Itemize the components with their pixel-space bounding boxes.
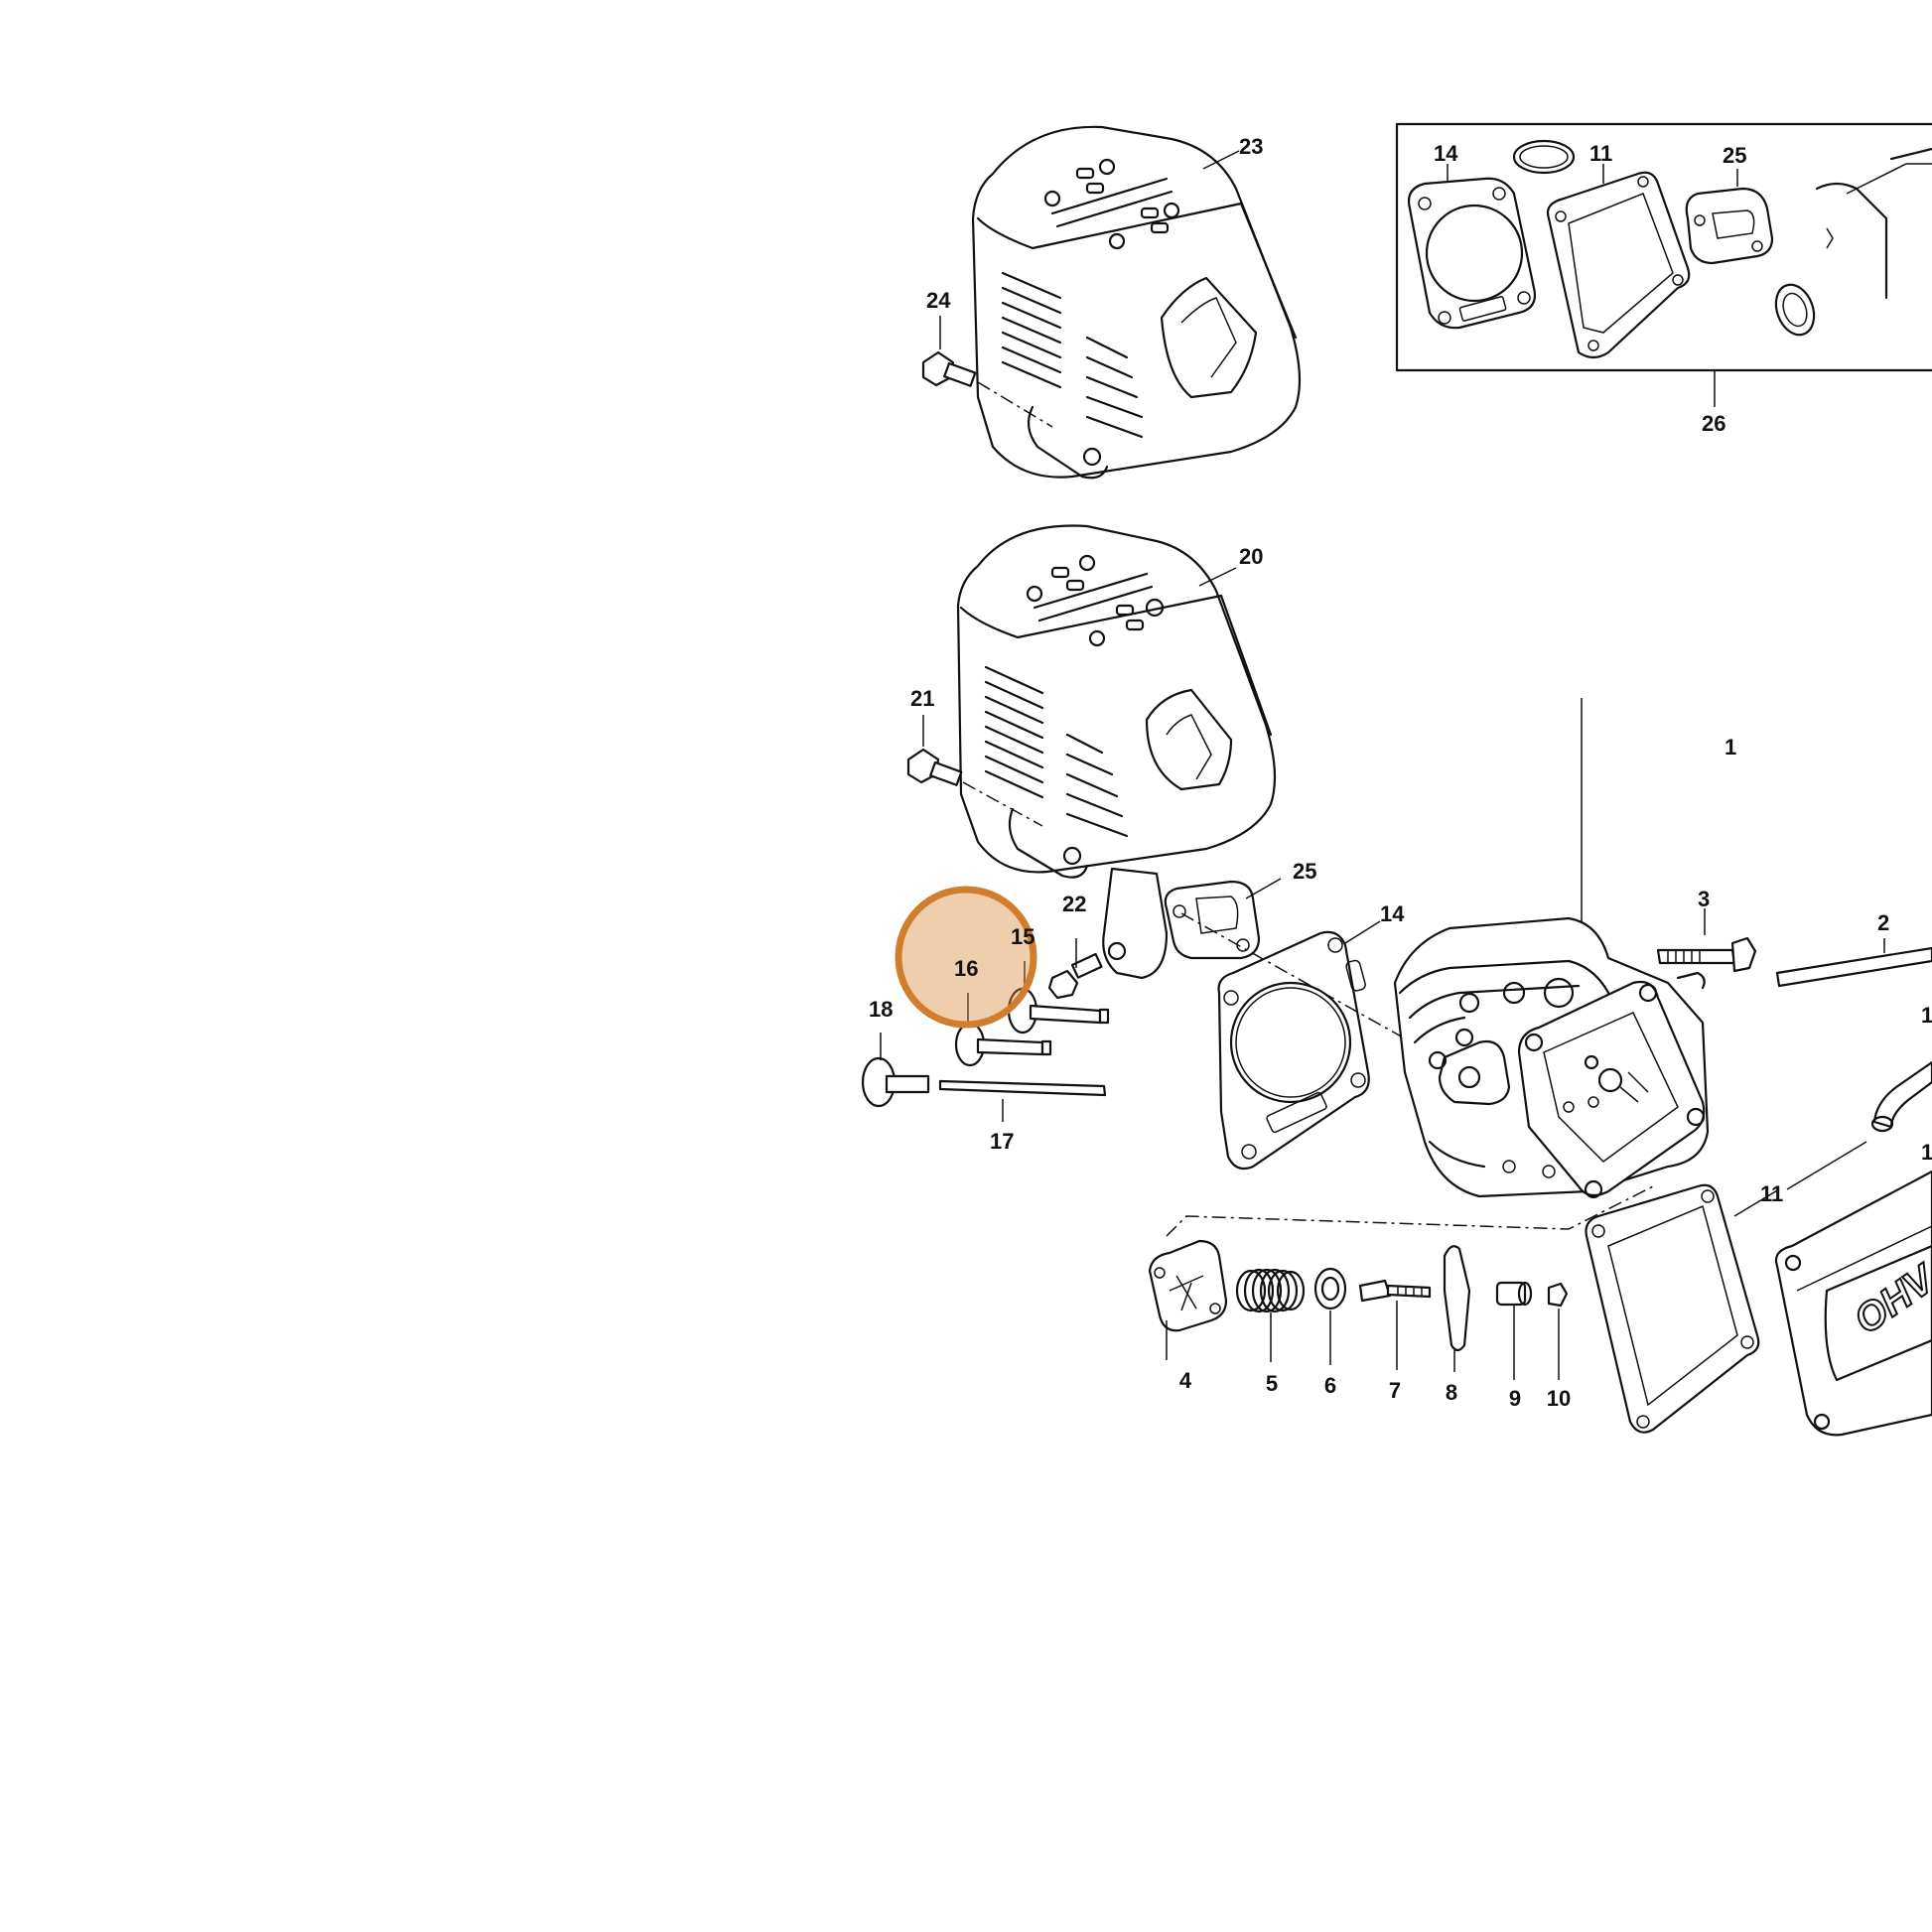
- head-gasket-14-drawing: [1217, 930, 1370, 1171]
- callout-3[interactable]: 3: [1698, 887, 1710, 911]
- callout-26[interactable]: 26: [1702, 411, 1725, 436]
- callout-8[interactable]: 8: [1446, 1380, 1457, 1405]
- rocker-parts-drawing: [1148, 1239, 1569, 1352]
- callout-24[interactable]: 24: [926, 288, 951, 313]
- callout-11[interactable]: 11: [1760, 1181, 1783, 1206]
- callout-22[interactable]: 22: [1062, 892, 1086, 916]
- callout-11-kit[interactable]: 11: [1589, 141, 1612, 166]
- callout-4[interactable]: 4: [1179, 1368, 1192, 1393]
- callout-2[interactable]: 2: [1877, 910, 1889, 935]
- stud-2-drawing: [1775, 946, 1932, 988]
- callout-25[interactable]: 25: [1293, 859, 1316, 884]
- callout-16[interactable]: 16: [954, 956, 978, 981]
- valve-cover-drawing: OHV: [1774, 1170, 1932, 1437]
- bolt-21-drawing: [906, 748, 1043, 827]
- callout-23[interactable]: 23: [1239, 134, 1263, 159]
- callout-6[interactable]: 6: [1324, 1373, 1336, 1398]
- highlight-marker[interactable]: [895, 886, 1037, 1029]
- bolt-24-drawing: [921, 350, 1053, 428]
- callout-labels: 23 24 14 11 25 26 20 21 1 25 14 22 15 16…: [869, 134, 1932, 1411]
- callout-1-partial-b[interactable]: 1: [1921, 1140, 1932, 1165]
- gasket-kit-26-drawing: [1395, 122, 1932, 372]
- callout-21[interactable]: 21: [910, 686, 934, 711]
- muffler-23-drawing: [971, 125, 1302, 480]
- callout-17[interactable]: 17: [990, 1129, 1014, 1154]
- callout-1[interactable]: 1: [1725, 735, 1736, 759]
- bolt-22-drawing: [1047, 952, 1103, 1000]
- gasket-25-drawing: [1164, 880, 1261, 960]
- callout-7[interactable]: 7: [1389, 1378, 1401, 1403]
- callout-25-kit[interactable]: 25: [1723, 143, 1746, 168]
- breather-hose-drawing: [1870, 1060, 1932, 1133]
- callout-14[interactable]: 14: [1380, 901, 1405, 926]
- callout-1-partial-a[interactable]: 1: [1921, 1003, 1932, 1028]
- callout-10[interactable]: 10: [1547, 1386, 1571, 1411]
- callout-20[interactable]: 20: [1239, 544, 1263, 569]
- callout-9[interactable]: 9: [1509, 1386, 1521, 1411]
- cover-gasket-11-drawing: [1585, 1183, 1760, 1434]
- bolt-3-drawing: [1656, 936, 1757, 973]
- muffler-20-drawing: [956, 524, 1277, 980]
- callout-18[interactable]: 18: [869, 997, 893, 1022]
- callout-15[interactable]: 15: [1011, 924, 1035, 949]
- callout-14-kit[interactable]: 14: [1434, 141, 1458, 166]
- leader-lines: [880, 150, 1885, 1380]
- cylinder-head-drawing: [1393, 916, 1710, 1199]
- callout-5[interactable]: 5: [1266, 1371, 1278, 1396]
